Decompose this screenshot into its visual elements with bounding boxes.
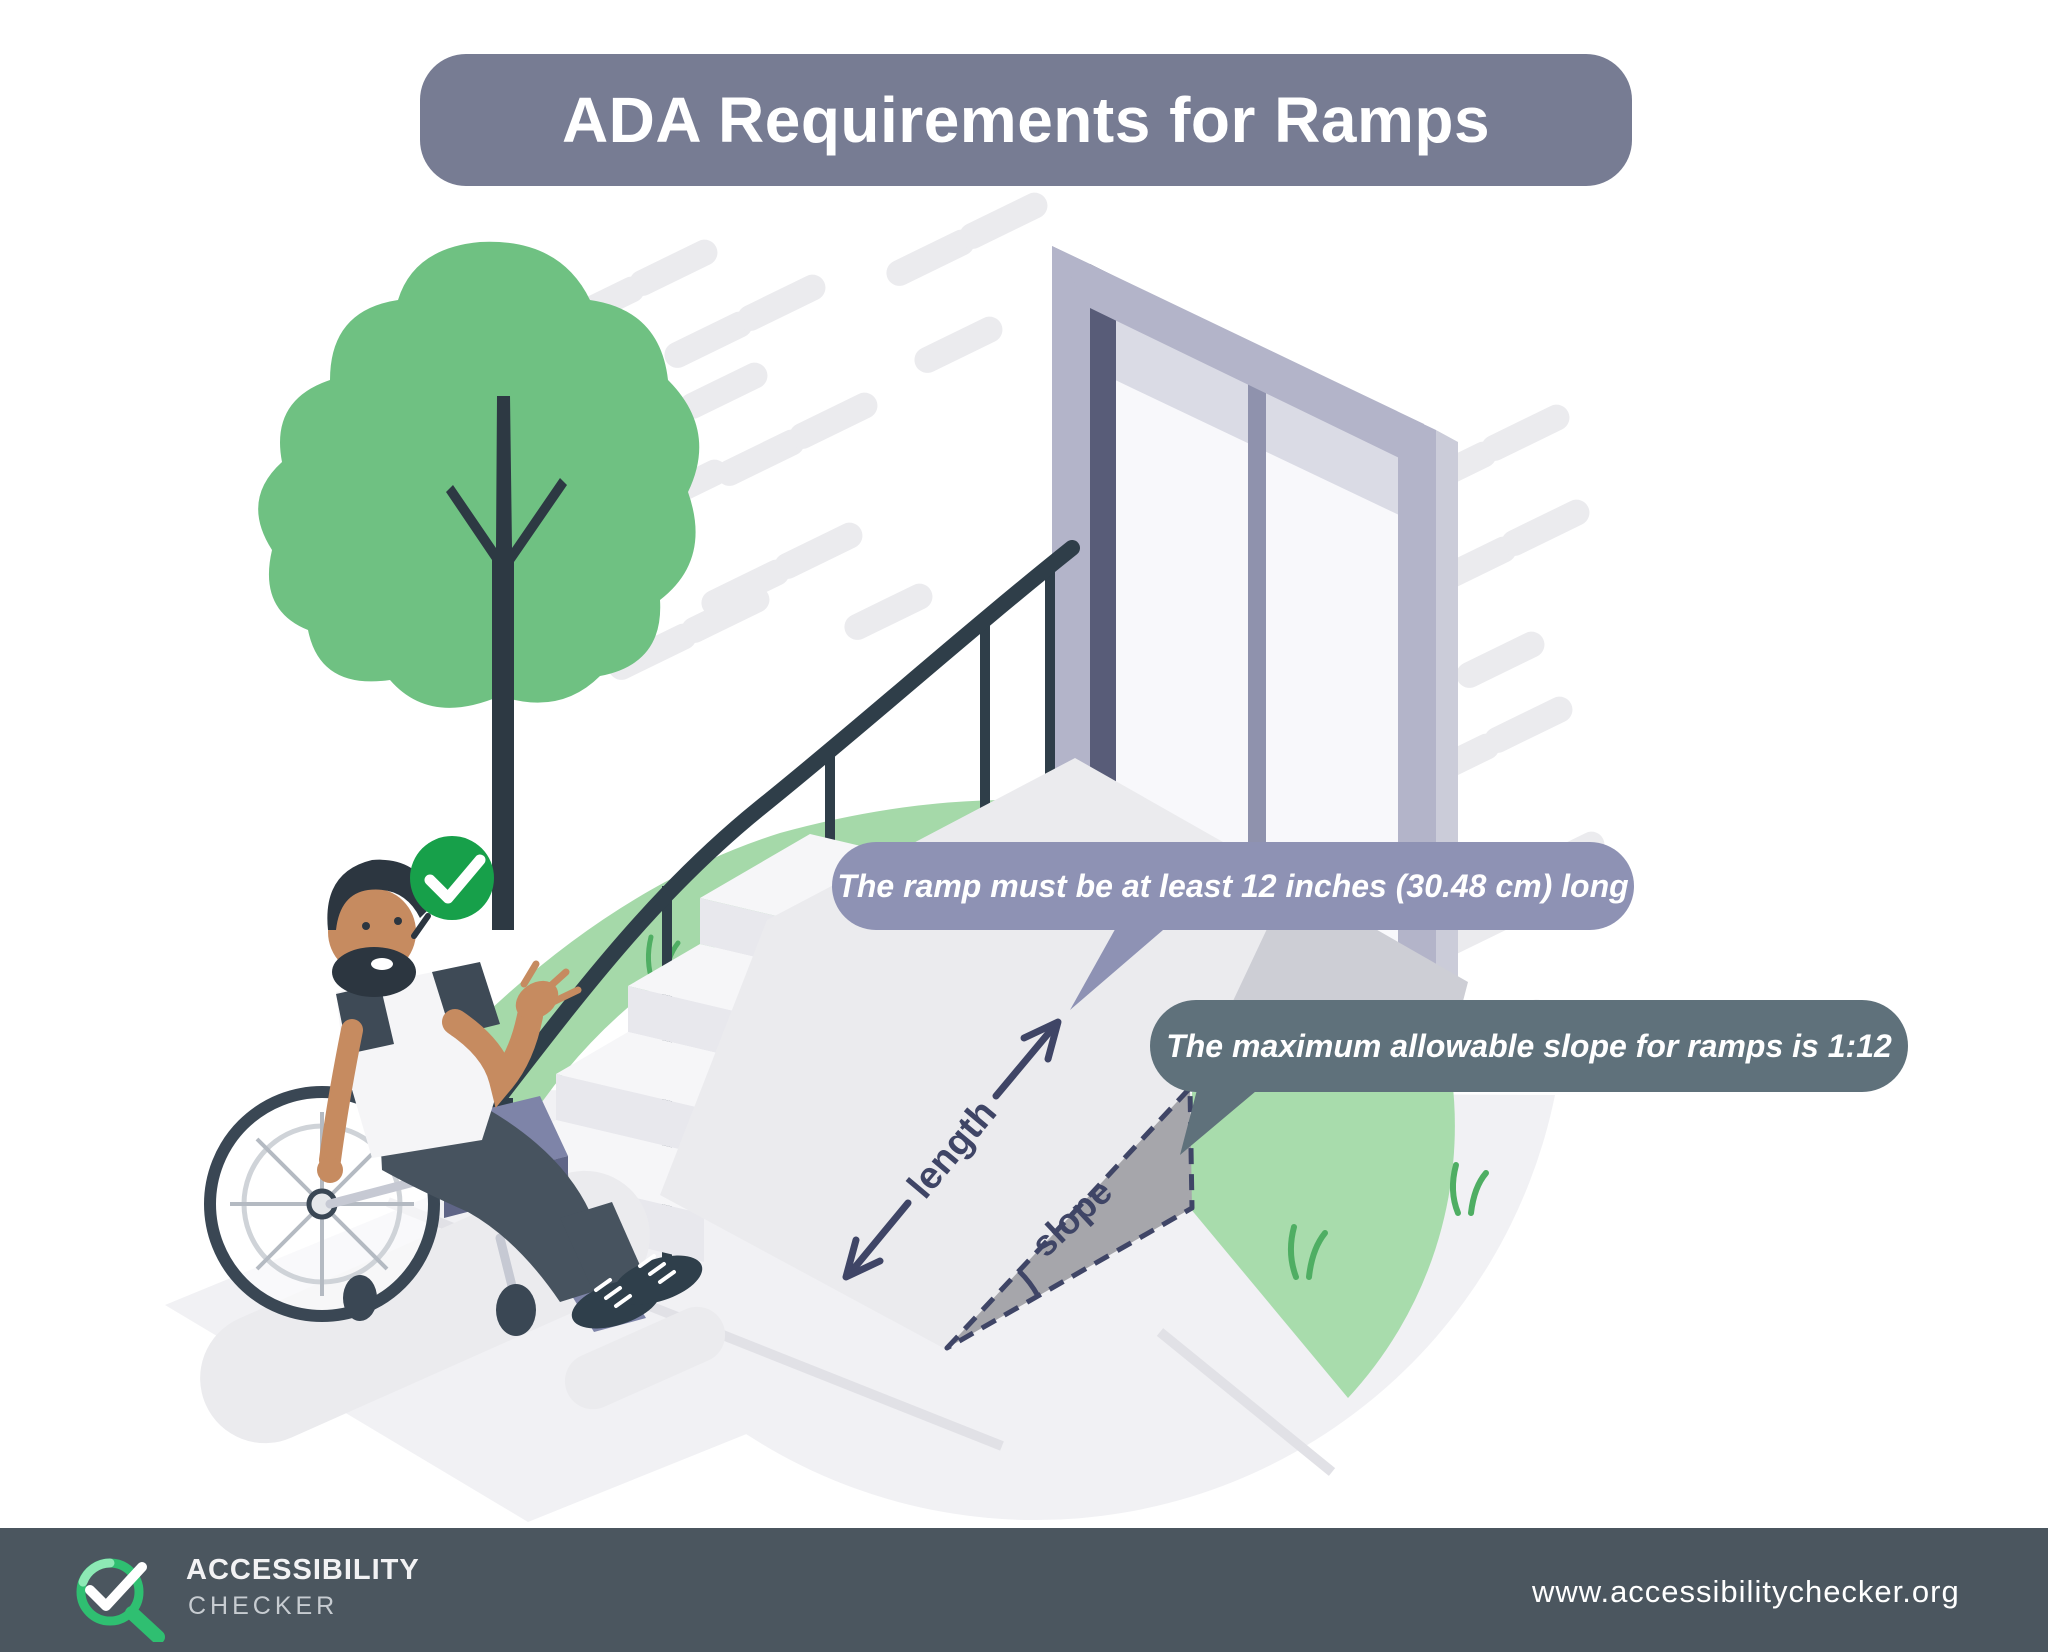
- page-title: ADA Requirements for Ramps: [561, 84, 1491, 156]
- footer-bar: ACCESSIBILITY CHECKER www.accessibilityc…: [0, 1528, 2048, 1652]
- callout-ramp-slope-text: The maximum allowable slope for ramps is…: [1166, 1027, 1892, 1064]
- callout-length-tail: [1070, 924, 1170, 1010]
- head: [327, 859, 436, 997]
- wheelchair-user: [200, 859, 726, 1444]
- website-url[interactable]: www.accessibilitychecker.org: [1532, 1574, 1960, 1609]
- brand-name: ACCESSIBILITY: [186, 1554, 420, 1586]
- slope-wedge: [944, 1085, 1195, 1351]
- magnifier-check-icon: [76, 1558, 165, 1642]
- angle-arc: [1017, 1269, 1041, 1298]
- callout-ramp-length-text: The ramp must be at least 12 inches (30.…: [837, 867, 1629, 904]
- grass-patch-right: [1190, 1078, 1489, 1398]
- grass-tuft-icon: [1288, 1162, 1489, 1280]
- shoes: [571, 1254, 703, 1329]
- brand-subname: CHECKER: [188, 1592, 339, 1620]
- tree-trunk: [446, 396, 567, 930]
- tree: [258, 241, 700, 930]
- callout-ramp-slope: The maximum allowable slope for ramps is…: [1150, 1000, 1908, 1092]
- title-banner: ADA Requirements for Ramps: [420, 54, 1632, 186]
- length-dimension-arrow: [842, 1018, 1062, 1281]
- callout-ramp-length: The ramp must be at least 12 inches (30.…: [832, 842, 1634, 930]
- callout-slope-tail: [1180, 1086, 1262, 1155]
- check-badge-icon: [410, 836, 494, 939]
